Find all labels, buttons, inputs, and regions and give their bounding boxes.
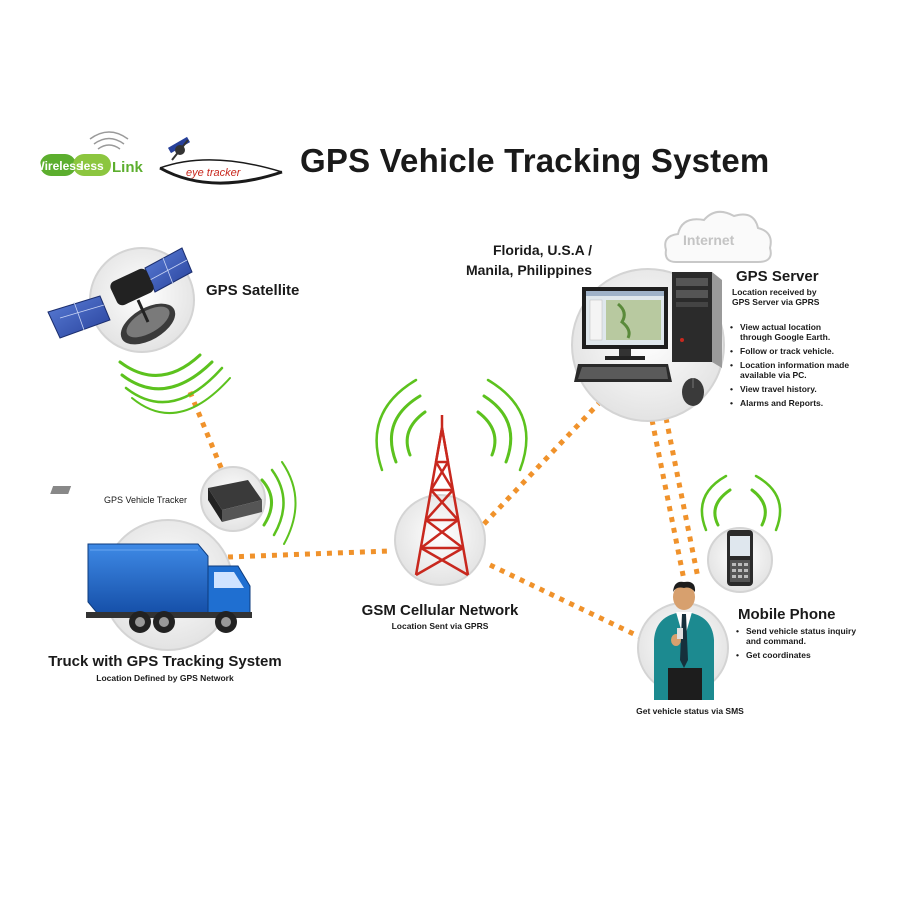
logo-satellite-icon <box>167 136 191 161</box>
mobile-phone-icon <box>727 530 753 586</box>
location-line-1: Florida, U.S.A / <box>492 242 592 258</box>
truck-sublabel: Location Defined by GPS Network <box>96 673 234 683</box>
tracker-node <box>50 466 266 532</box>
link-server-user-a <box>649 419 687 581</box>
server-label: GPS Server <box>736 268 819 285</box>
server-feature-item: Location information made available via … <box>730 360 855 380</box>
internet-cloud-icon <box>664 210 772 263</box>
connectors <box>187 391 701 640</box>
tracker-device-icon <box>50 480 262 522</box>
phone-feature-item: Send vehicle status inquiry and command. <box>736 626 861 646</box>
wirelesslink-logo: Wireless less Link <box>33 131 143 176</box>
user-node <box>637 581 729 700</box>
link-satellite-tracker <box>187 391 225 471</box>
computer-icon <box>574 272 722 406</box>
truck-node <box>86 519 252 651</box>
logo-less-text: less <box>80 159 104 173</box>
satellite-node <box>47 247 195 353</box>
server-feature-item: View actual location through Google Eart… <box>730 322 855 342</box>
signal-waves <box>118 353 782 545</box>
phone-feature-item: Get coordinates <box>736 650 861 660</box>
logo-wireless-text: Wireless <box>33 159 83 173</box>
page-title: GPS Vehicle Tracking System <box>300 142 770 179</box>
cell-tower-icon <box>414 415 470 577</box>
server-feature-list: View actual location through Google Eart… <box>730 322 855 412</box>
gsm-label: GSM Cellular Network <box>361 602 519 619</box>
server-node <box>571 268 725 422</box>
gsm-node <box>394 415 486 586</box>
server-feature-item: Alarms and Reports. <box>730 398 855 408</box>
truck-icon <box>86 543 252 633</box>
server-sublabel-2: GPS Server via GPRS <box>732 297 820 307</box>
truck-label: Truck with GPS Tracking System <box>48 653 282 670</box>
phone-waves <box>700 474 782 532</box>
server-sublabel-1: Location received by <box>732 287 817 297</box>
tracker-label: GPS Vehicle Tracker <box>104 495 188 505</box>
eyetracker-logo: eye tracker <box>159 136 283 185</box>
link-gsm-server <box>482 400 602 526</box>
link-server-user-b <box>663 417 701 579</box>
satellite-label: GPS Satellite <box>206 282 300 299</box>
link-gsm-user <box>488 562 642 640</box>
gsm-sublabel: Location Sent via GPRS <box>391 621 489 631</box>
phone-label: Mobile Phone <box>738 606 836 623</box>
satellite-waves <box>118 353 231 414</box>
phone-feature-list: Send vehicle status inquiry and command.… <box>736 626 861 664</box>
logo-eye-tracker-text: eye tracker <box>186 167 242 179</box>
server-feature-item: Follow or track vehicle. <box>730 346 855 356</box>
tower-waves <box>375 378 528 472</box>
phone-node <box>707 527 773 593</box>
wifi-signal-icon <box>89 131 129 150</box>
server-feature-item: View travel history. <box>730 384 855 394</box>
user-sublabel: Get vehicle status via SMS <box>636 706 744 716</box>
tracker-waves <box>260 461 297 545</box>
satellite-icon <box>47 247 193 345</box>
location-line-2: Manila, Philippines <box>465 262 592 278</box>
businessman-icon <box>654 581 714 700</box>
internet-label: Internet <box>683 232 735 248</box>
link-truck-gsm <box>227 548 391 560</box>
logo-link-text: Link <box>112 159 143 176</box>
